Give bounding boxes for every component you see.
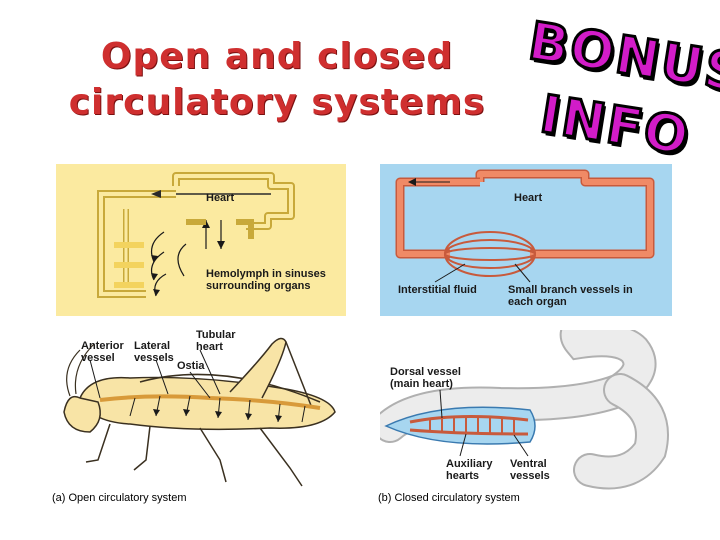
grasshopper-illustration: Anterior vessel Lateral vessels Tubular … <box>50 320 350 492</box>
open-heart-label: Heart <box>206 192 235 204</box>
hemolymph-label: Hemolymph in sinuses surrounding organs <box>206 268 326 292</box>
closed-heart-label: Heart <box>514 192 543 204</box>
closed-system-diagram <box>380 164 672 316</box>
tubular-heart-label: Tubular heart <box>196 329 236 353</box>
earthworm-illustration: Dorsal vessel (main heart) Auxiliary hea… <box>373 311 680 490</box>
anterior-vessel-label: Anterior vessel <box>81 340 124 364</box>
interstitial-label: Interstitial fluid <box>398 284 477 296</box>
open-system-caption: (a) Open circulatory system <box>52 492 187 504</box>
dorsal-vessel-label: Dorsal vessel (main heart) <box>390 366 461 390</box>
ventral-vessels-label: Ventral vessels <box>510 458 550 482</box>
open-system-schematic: Heart Hemolymph in sinuses surrounding o… <box>56 164 346 316</box>
lateral-vessels-label: Lateral vessels <box>134 340 174 364</box>
auxiliary-hearts-label: Auxiliary hearts <box>446 458 493 482</box>
closed-system-caption: (b) Closed circulatory system <box>378 492 520 504</box>
open-system-diagram <box>56 164 346 316</box>
earthworm-drawing <box>373 311 669 490</box>
page-title: Open and closed circulatory systems <box>68 36 486 123</box>
info-text: INFO <box>535 83 696 169</box>
grasshopper-drawing <box>63 337 336 487</box>
ostia-label: Ostia <box>177 360 205 372</box>
closed-system-schematic: Heart Interstitial fluid Small branch ve… <box>380 164 672 316</box>
branch-vessels-label: Small branch vessels in each organ <box>508 284 633 308</box>
